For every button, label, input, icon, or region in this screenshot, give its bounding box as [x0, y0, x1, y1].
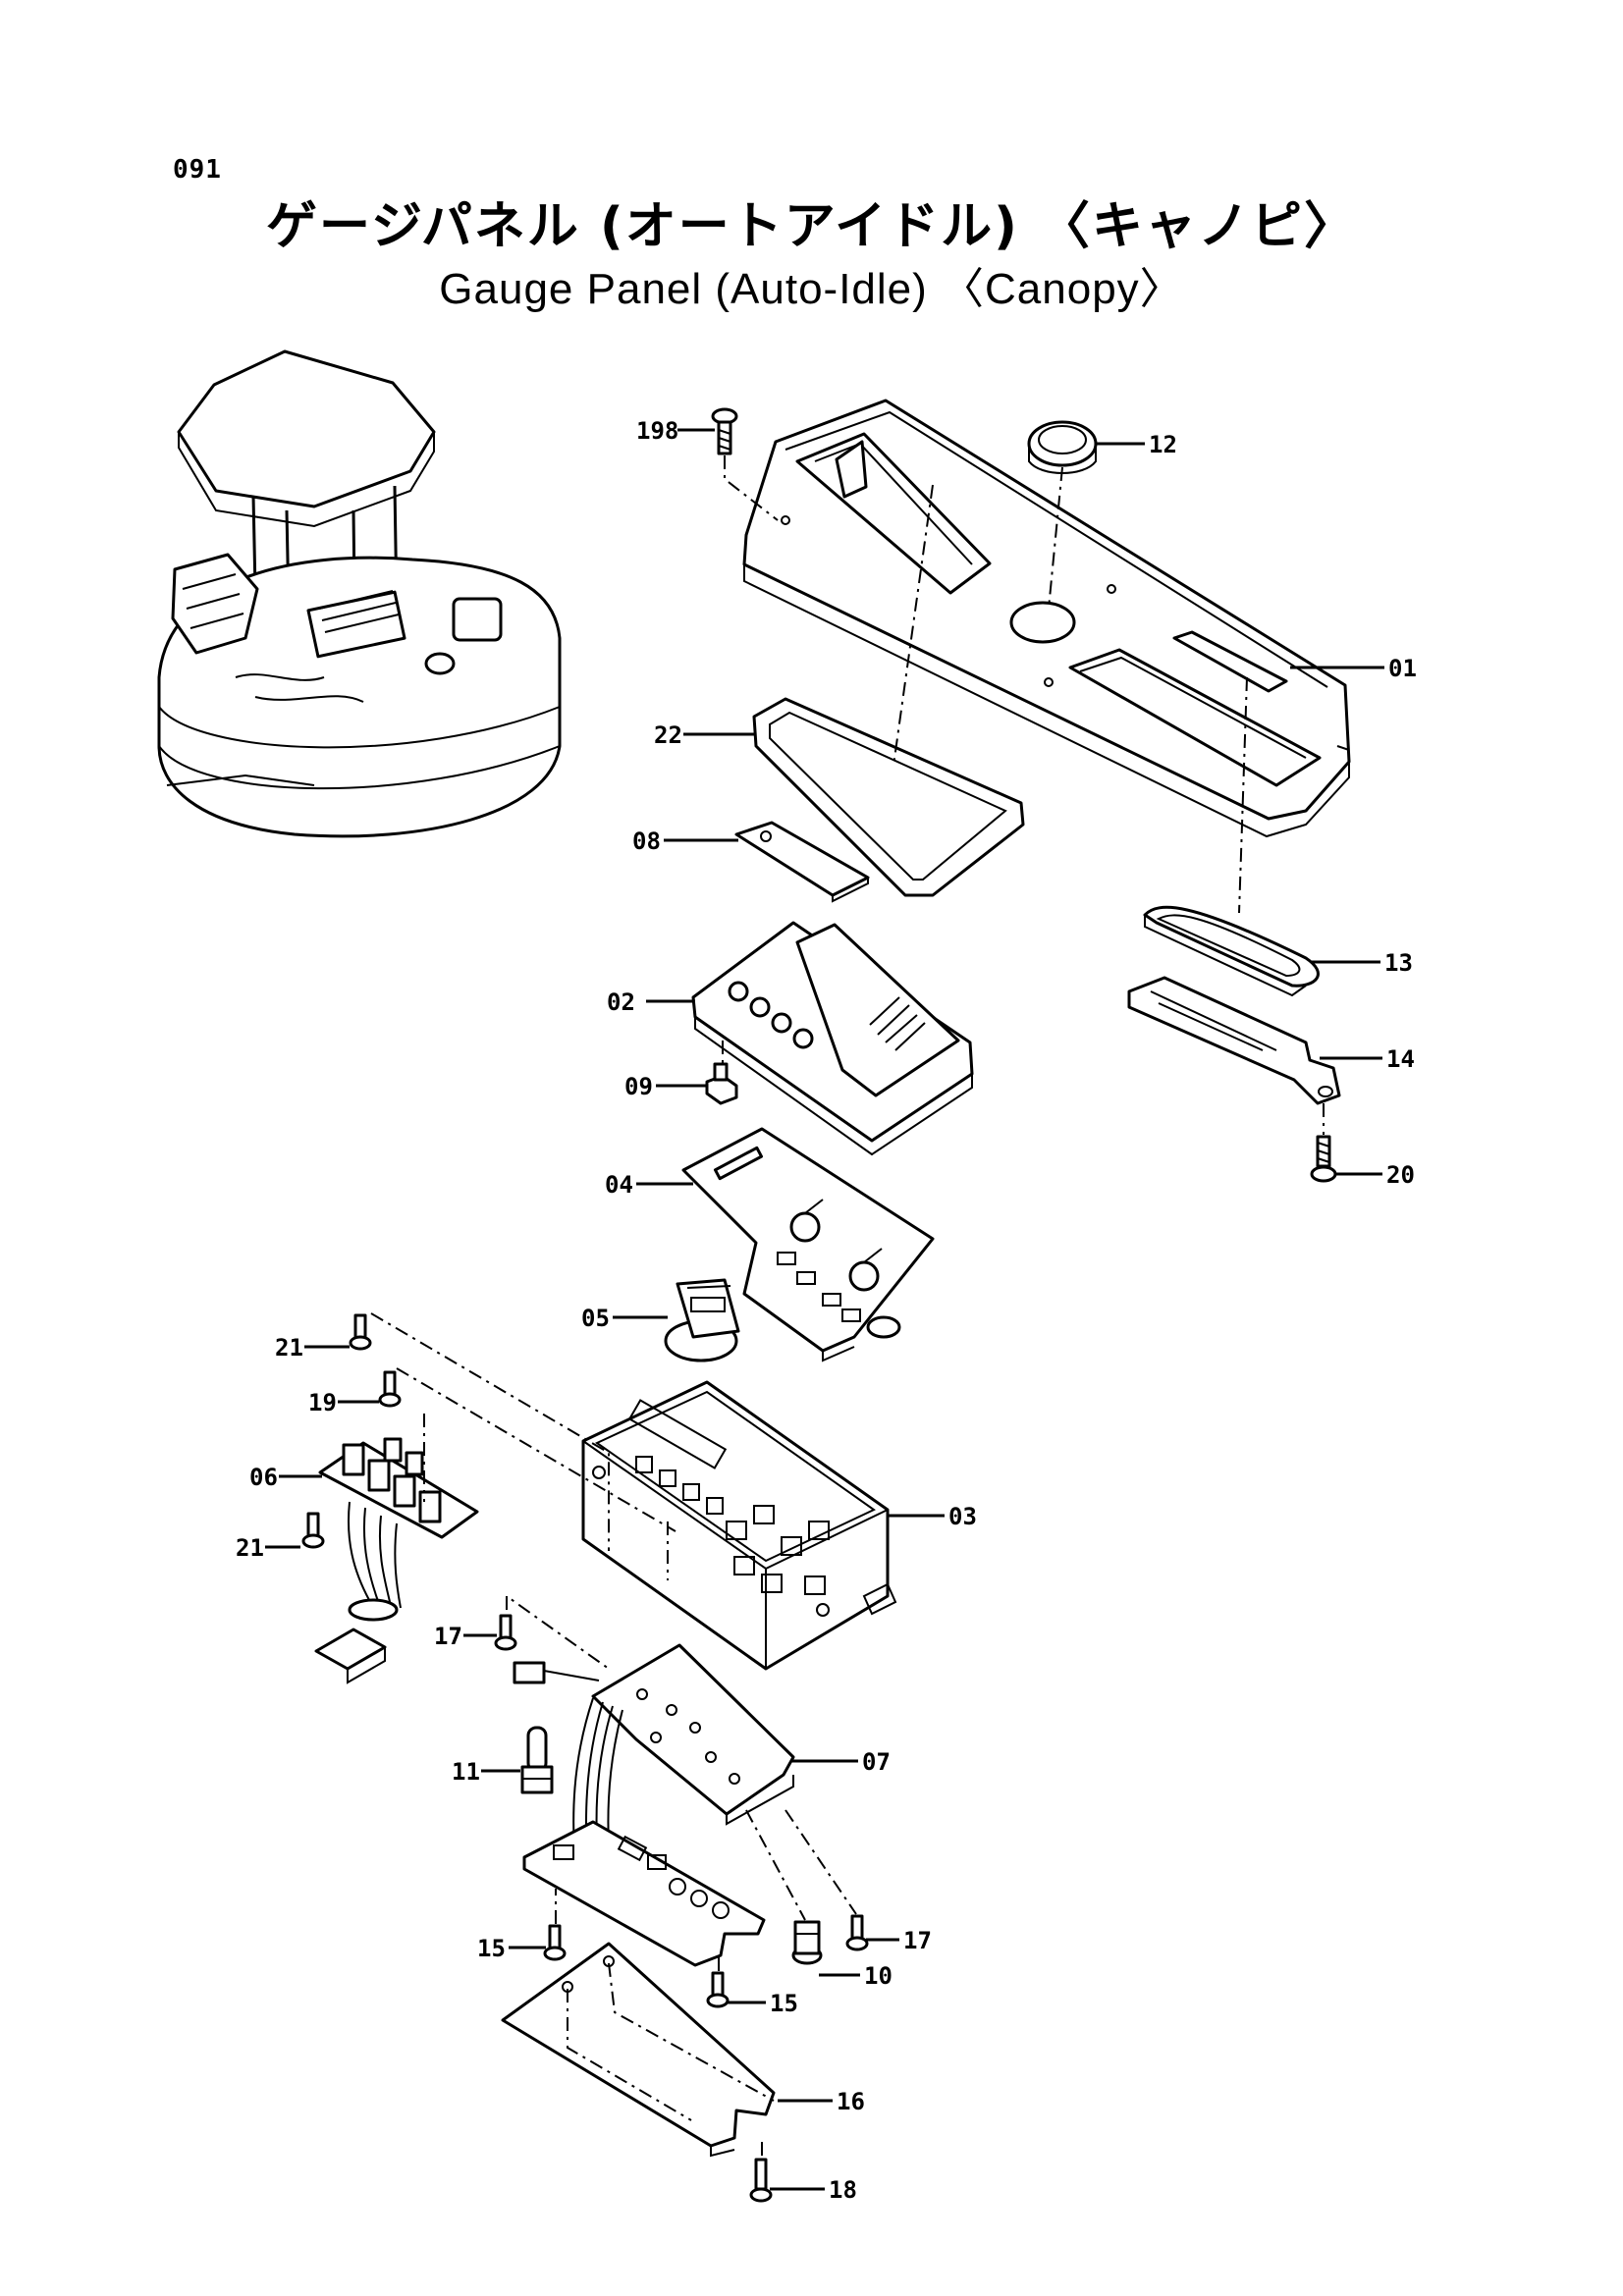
callout-09: 09: [624, 1073, 653, 1100]
leader-lines: [265, 428, 1384, 2191]
part-14-bracket: [1127, 976, 1341, 1105]
callout-15-right: 15: [770, 1990, 798, 2017]
callout-07: 07: [862, 1748, 891, 1776]
callout-21-lower: 21: [236, 1534, 264, 1562]
part-03-switch-box: [581, 1380, 897, 1671]
part-07-board-harness: [513, 1643, 795, 1892]
part-02-gauge-cover: [691, 921, 974, 1156]
callout-198: 198: [636, 417, 678, 445]
part-22-gasket: [752, 697, 1025, 897]
callout-17-lower: 17: [903, 1927, 932, 1954]
callout-12: 12: [1149, 431, 1177, 458]
callout-13: 13: [1384, 949, 1413, 977]
part-12-grommet: [1027, 420, 1098, 474]
lower-control-board: [522, 1820, 766, 1967]
part-08-plate: [734, 821, 870, 903]
title-japanese: ゲージパネル (オートアイドル) 〈キャノピ〉: [266, 197, 1357, 256]
part-17-screw-upper: [494, 1614, 517, 1651]
part-15-screw-left: [543, 1924, 567, 1961]
callout-21-upper: 21: [275, 1334, 303, 1362]
callout-20: 20: [1386, 1161, 1415, 1189]
callout-03: 03: [948, 1503, 977, 1530]
title-english: Gauge Panel (Auto-Idle) 〈Canopy〉: [439, 265, 1184, 313]
callout-17-upper: 17: [434, 1623, 462, 1650]
part-21-screw-upper: [349, 1313, 372, 1351]
part-06-switch-assembly: [314, 1437, 479, 1684]
callout-19: 19: [308, 1389, 337, 1416]
part-18-screw: [749, 2158, 773, 2203]
part-01-console-cover: [742, 399, 1351, 838]
callout-06: 06: [249, 1464, 278, 1491]
page-number: 091: [173, 155, 222, 185]
assembly-lines: [370, 455, 1325, 2156]
callout-16: 16: [837, 2088, 865, 2115]
part-19-screw: [378, 1370, 402, 1408]
callout-05: 05: [581, 1305, 610, 1332]
callout-11: 11: [452, 1758, 480, 1786]
part-15-screw-right: [706, 1971, 730, 2008]
part-11-bulb: [520, 1726, 554, 1794]
callout-10: 10: [864, 1962, 893, 1990]
callout-01: 01: [1388, 655, 1417, 682]
callout-08: 08: [632, 828, 661, 855]
callout-15-left: 15: [477, 1935, 506, 1962]
machine-overview-illustration: [157, 349, 562, 838]
part-10-bulb: [791, 1920, 823, 1965]
part-13-gasket: [1143, 905, 1320, 997]
callout-02: 02: [607, 988, 635, 1016]
part-04-circuit-board: [681, 1127, 935, 1362]
callout-04: 04: [605, 1171, 633, 1199]
part-198-screw: [711, 407, 738, 455]
callout-14: 14: [1386, 1045, 1415, 1073]
part-09-knob: [705, 1062, 738, 1105]
small-screws: [301, 1313, 869, 2203]
part-17-screw-lower: [845, 1914, 869, 1951]
callout-labels: 198 12 01 22 08 13 02 14 09 20 04 05 21 …: [236, 417, 1417, 2204]
callout-18: 18: [829, 2176, 857, 2204]
part-16-cover-plate: [501, 1942, 776, 2158]
part-20-screw: [1310, 1135, 1337, 1183]
part-21-screw-lower: [301, 1512, 325, 1549]
callout-22: 22: [654, 721, 682, 749]
part-05-buzzer: [664, 1278, 740, 1362]
